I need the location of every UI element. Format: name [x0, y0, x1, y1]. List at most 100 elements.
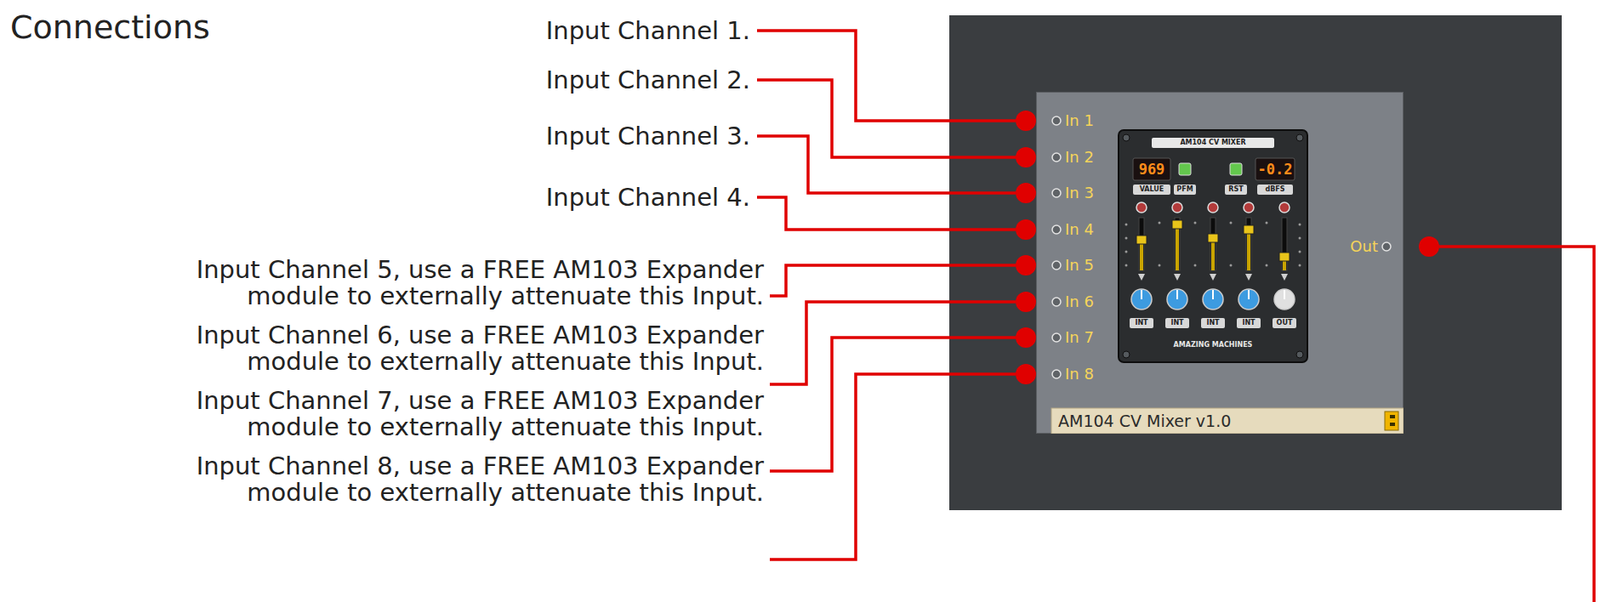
callout-text-holder: Input Channel 8, use a FREE AM103 Expand…: [147, 453, 764, 507]
callout-text-holder: Input Channel 1.: [255, 15, 751, 46]
callout-text: Input Channel 3.: [546, 121, 751, 151]
screw: [1296, 134, 1304, 142]
port-jack: [1052, 116, 1061, 126]
tick-dot: [1194, 264, 1197, 268]
label-plate: [1165, 318, 1190, 329]
face-label: RST: [1228, 185, 1243, 194]
leader-line: [769, 374, 1016, 560]
tick-dot: [1125, 250, 1128, 254]
leader-dot: [1015, 219, 1037, 240]
fader-arrow: [1209, 273, 1217, 281]
display-value-holder: -0.2: [1255, 159, 1295, 179]
tick-dot: [1229, 264, 1233, 268]
port-label-holder: In 1: [1064, 111, 1117, 131]
knob-pointer: [1247, 290, 1250, 300]
display-value-holder: 969: [1133, 159, 1171, 179]
face-label-holder: INT: [1198, 318, 1228, 328]
screw: [1122, 351, 1130, 359]
module-name: AM104 CV Mixer v1.0: [1058, 411, 1231, 431]
port-label: In 2: [1064, 148, 1094, 166]
fader-level: [1211, 238, 1215, 271]
callout-text: Input Channel 1.: [546, 16, 751, 46]
fader-level: [1175, 224, 1179, 271]
port-jack: [1052, 225, 1061, 234]
knob-pointer: [1140, 290, 1143, 300]
face-label-holder: INT: [1127, 318, 1156, 328]
knob-pointer: [1283, 290, 1286, 300]
callout-text: Input Channel 6, use a FREE AM103 Expand…: [196, 320, 764, 376]
callout-text: Input Channel 7, use a FREE AM103 Expand…: [196, 386, 764, 442]
face-label: INT: [1170, 318, 1184, 327]
knob-pointer: [1176, 290, 1179, 300]
port-jack: [1052, 153, 1061, 162]
face-label: INT: [1134, 318, 1148, 327]
callout-text-holder: Input Channel 5, use a FREE AM103 Expand…: [147, 256, 764, 310]
tick-dot: [1125, 223, 1128, 227]
leader-line: [1439, 246, 1595, 602]
port-label: In 8: [1064, 364, 1094, 383]
leader-line: [757, 30, 1016, 121]
label-plate: [1257, 184, 1293, 195]
module-background: [949, 15, 1562, 511]
leader-line: [769, 301, 1016, 385]
brand-text-holder: AMAZING MACHINES: [1140, 341, 1286, 350]
bar-icon: [1384, 411, 1399, 431]
fader-thumb: [1207, 233, 1219, 243]
tick-dot: [1265, 264, 1269, 268]
port-label: In 6: [1064, 292, 1094, 311]
cv-jack: [1279, 202, 1290, 213]
label-plate: [1133, 184, 1171, 195]
tick-dot: [1158, 222, 1162, 225]
label-plate: [1272, 318, 1297, 329]
fader-thumb: [1172, 220, 1183, 229]
knob: [1167, 289, 1188, 310]
face-label: INT: [1206, 318, 1219, 327]
tick-dot: [1298, 223, 1302, 227]
tick-dot: [1265, 222, 1269, 225]
cv-jack: [1172, 202, 1183, 213]
port-label: In 7: [1064, 328, 1094, 347]
port-label: In 1: [1064, 111, 1094, 130]
module-name-holder: AM104 CV Mixer v1.0: [1058, 410, 1365, 432]
tick-dot: [1298, 250, 1302, 254]
label-plate: [1173, 184, 1196, 195]
callout-text-holder: Input Channel 7, use a FREE AM103 Expand…: [147, 387, 764, 441]
callout-text-holder: Input Channel 2.: [255, 64, 751, 96]
port-jack: [1052, 333, 1061, 342]
callout-text-holder: Input Channel 4.: [255, 182, 751, 213]
bar-icon-mark: [1389, 415, 1396, 419]
knob: [1238, 289, 1259, 310]
tick-dot: [1298, 237, 1302, 240]
port-jack: [1052, 261, 1061, 270]
port-label-holder: In 6: [1064, 292, 1117, 312]
tick-dot: [1229, 222, 1233, 225]
port-jack: [1052, 188, 1061, 198]
face-title: AM104 CV MIXER: [1179, 138, 1246, 147]
port-jack: [1052, 370, 1061, 379]
face-plate: [1118, 130, 1308, 363]
port-label: In 3: [1064, 183, 1094, 202]
tick-dot: [1158, 264, 1162, 268]
fader-arrow: [1138, 273, 1145, 281]
knob: [1202, 289, 1224, 310]
fader-level: [1246, 229, 1251, 271]
bar-icon-mark: [1389, 422, 1396, 427]
fader-arrow: [1245, 273, 1253, 281]
leader-line: [757, 79, 1016, 158]
face-label-holder: dBFS: [1258, 185, 1293, 194]
display-value: 969: [1138, 160, 1166, 178]
face-label: dBFS: [1264, 185, 1285, 194]
face-label-holder: VALUE: [1130, 185, 1173, 194]
port-label-holder: In 4: [1064, 220, 1117, 240]
callout-text-holder: Input Channel 3.: [255, 120, 751, 152]
cv-jack: [1243, 202, 1254, 213]
port-jack: [1382, 242, 1391, 251]
tick-dot: [1125, 237, 1128, 240]
face-title-holder: AM104 CV MIXER: [1153, 138, 1273, 148]
face-label: INT: [1241, 318, 1255, 327]
knob-pointer: [1212, 290, 1214, 300]
display: [1133, 158, 1171, 181]
leader-dot: [1418, 236, 1440, 257]
fader-arrow: [1281, 273, 1288, 281]
